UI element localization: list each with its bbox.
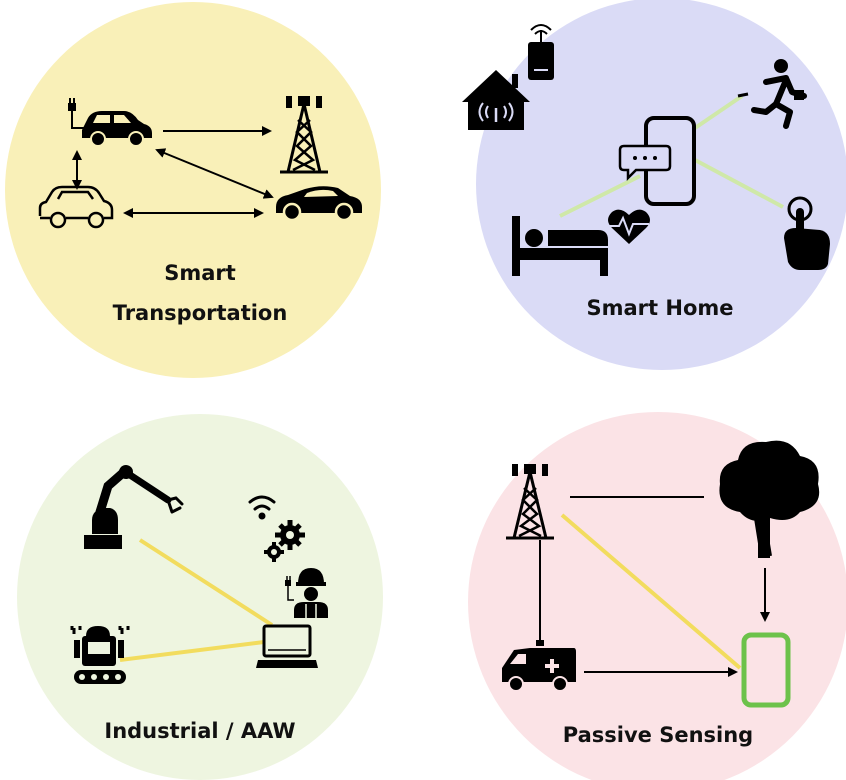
robot-to-laptop-link: [119, 640, 265, 662]
laptop-icon: [256, 624, 318, 668]
smart-transportation-panel: Smart Transportation: [5, 2, 381, 378]
industrial-circle: [17, 414, 383, 780]
tap-finger-icon: [784, 196, 830, 270]
tree-icon: [719, 440, 820, 558]
smart-home-panel: Smart Home: [462, 0, 846, 370]
car-to-sportscar-arrow: [155, 148, 274, 199]
worker-icon: [285, 568, 328, 618]
gears-icon: [264, 520, 305, 562]
arm-to-laptop-link: [138, 538, 274, 627]
robot-arm-icon: [84, 465, 184, 549]
car-icon: [82, 111, 152, 147]
robot-icon: [70, 626, 130, 684]
passive-sensing-panel: Passive Sensing: [468, 412, 846, 780]
transportation-title-line1: Smart: [164, 261, 236, 285]
passive-title: Passive Sensing: [563, 723, 753, 747]
ambulance-icon: [502, 640, 576, 692]
car-outline-icon: [38, 185, 114, 229]
wifi-icon: [248, 495, 276, 520]
phone-to-finger-link: [694, 158, 784, 209]
phone-to-runner-link: [693, 94, 744, 130]
home-circle: [476, 0, 846, 370]
cell-tower-icon: [280, 96, 328, 174]
house-wifi-icon: [462, 70, 530, 130]
phone-to-bed-link: [559, 174, 641, 218]
cell-tower-icon: [506, 464, 554, 540]
industrial-panel: Industrial / AAW: [17, 414, 383, 780]
sports-car-icon: [276, 186, 362, 222]
ev-plug-icon: [68, 98, 84, 129]
router-icon: [528, 24, 554, 80]
tower-to-phone-link: [560, 513, 742, 670]
heart-rate-icon: [608, 209, 650, 244]
runner-icon: [737, 59, 807, 129]
transportation-title-line2: Transportation: [113, 301, 288, 325]
chat-bubble-icon: [618, 144, 672, 182]
bed-icon: [512, 216, 608, 276]
industrial-title: Industrial / AAW: [104, 719, 295, 743]
home-title: Smart Home: [586, 296, 733, 320]
smartphone-icon: [741, 632, 791, 708]
